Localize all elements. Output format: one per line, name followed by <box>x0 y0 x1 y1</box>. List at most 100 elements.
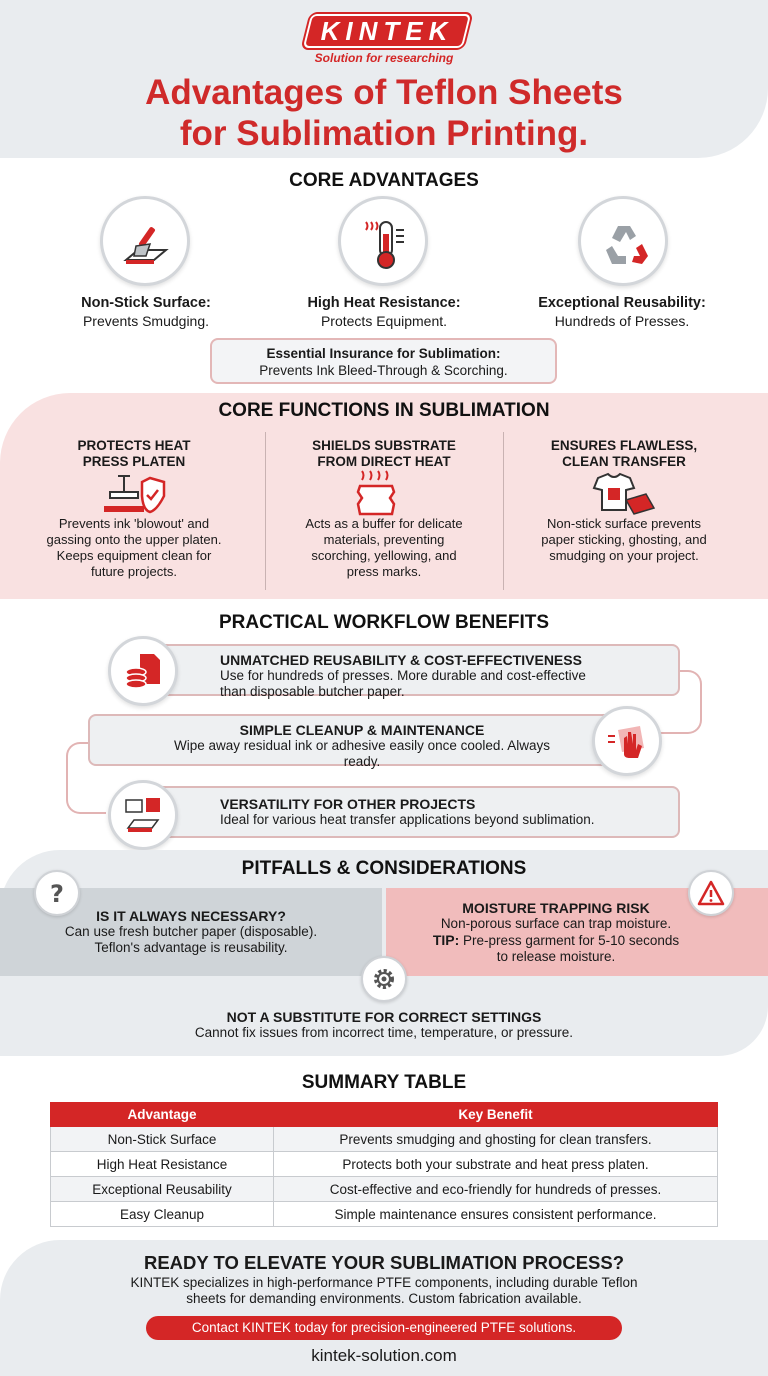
pitfall-line: Teflon's advantage is reusability. <box>94 940 288 955</box>
table-cell: Cost-effective and eco-friendly for hund… <box>273 1176 718 1202</box>
page-title: Advantages of Teflon Sheets for Sublimat… <box>0 72 768 154</box>
function-line: Keeps equipment clean for <box>56 548 212 563</box>
spatula-icon <box>123 227 169 264</box>
table-row: Easy Cleanup Simple maintenance ensures … <box>50 1201 718 1227</box>
pitfall-settings: NOT A SUBSTITUTE FOR CORRECT SETTINGS Ca… <box>0 1009 768 1041</box>
connector <box>66 742 106 814</box>
table-cell: High Heat Resistance <box>50 1151 274 1177</box>
cta-line: KINTEK specializes in high-performance P… <box>130 1275 638 1290</box>
logo-text: KINTEK <box>320 16 454 46</box>
function-description: Acts as a buffer for delicate materials,… <box>264 516 504 580</box>
table-cell: Easy Cleanup <box>50 1201 274 1227</box>
workflow-heading: SIMPLE CLEANUP & MAINTENANCE <box>239 722 485 738</box>
function-heading-line: PROTECTS HEAT <box>77 438 191 453</box>
gear-icon <box>374 969 394 989</box>
workflow-heading: UNMATCHED REUSABILITY & COST-EFFECTIVENE… <box>220 652 582 668</box>
pitfall-line: Cannot fix issues from incorrect time, t… <box>194 1025 574 1040</box>
pitfall-moisture: MOISTURE TRAPPING RISK Non-porous surfac… <box>386 900 726 965</box>
function-heading-line: SHIELDS SUBSTRATE <box>312 438 456 453</box>
pitfall-icon-circle <box>688 870 734 916</box>
table-cell: Protects both your substrate and heat pr… <box>273 1151 718 1177</box>
recycle-icon <box>606 226 648 264</box>
connector <box>660 670 702 734</box>
divider <box>265 432 266 590</box>
workflow-title: PRACTICAL WORKFLOW BENEFITS <box>218 612 549 633</box>
table-row: Exceptional Reusability Cost-effective a… <box>50 1176 718 1202</box>
pitfall-icon-circle <box>361 956 407 1002</box>
cta-band <box>0 1240 768 1376</box>
pitfall-tip: TIP: Pre-press garment for 5-10 seconds <box>386 932 726 949</box>
page-title-line1: Advantages of Teflon Sheets <box>145 73 623 112</box>
function-heading: SHIELDS SUBSTRATE FROM DIRECT HEAT <box>264 438 504 472</box>
table-cell: Non-Stick Surface <box>50 1126 274 1152</box>
tip-text: Pre-press garment for 5-10 seconds <box>459 933 680 948</box>
advantage-non-stick: Non-Stick Surface: Prevents Smudging. <box>36 294 256 330</box>
insurance-text: Prevents Ink Bleed-Through & Scorching. <box>259 363 508 378</box>
summary-table: Advantage Key Benefit Non-Stick Surface … <box>50 1102 718 1227</box>
coins-document-icon <box>125 654 160 689</box>
column-header: Key Benefit <box>273 1102 718 1127</box>
insurance-callout: Essential Insurance for Sublimation: Pre… <box>210 338 557 384</box>
wiping-hand-icon <box>608 726 644 758</box>
pitfalls-title: PITFALLS & CONSIDERATIONS <box>241 858 527 879</box>
function-heading-line: FROM DIRECT HEAT <box>317 454 451 469</box>
workflow-icon-circle <box>592 706 662 776</box>
table-cell: Exceptional Reusability <box>50 1176 274 1202</box>
workflow-line: Wipe away residual ink or adhesive easil… <box>174 738 550 753</box>
workflow-icon-circle <box>108 636 178 706</box>
function-heading: PROTECTS HEAT PRESS PLATEN <box>14 438 254 472</box>
advantage-heat-resistance: High Heat Resistance: Protects Equipment… <box>274 294 494 330</box>
workflow-heading: VERSATILITY FOR OTHER PROJECTS <box>220 796 476 812</box>
column-header: Advantage <box>50 1102 274 1127</box>
tip-label: TIP: <box>432 932 460 948</box>
function-description: Non-stick surface prevents paper stickin… <box>504 516 744 564</box>
advantage-icon-circle <box>338 196 428 286</box>
htv-press-icon <box>125 798 160 832</box>
cta-description: KINTEK specializes in high-performance P… <box>0 1275 768 1307</box>
function-clean-transfer: ENSURES FLAWLESS, CLEAN TRANSFER Non-sti… <box>504 438 744 564</box>
pitfall-heading: MOISTURE TRAPPING RISK <box>462 900 650 916</box>
contact-button[interactable]: Contact KINTEK today for precision-engin… <box>146 1316 622 1340</box>
advantage-text: Prevents Smudging. <box>82 313 210 329</box>
thermometer-icon <box>365 221 404 269</box>
advantage-heading: Exceptional Reusability: <box>538 295 706 311</box>
tshirt-icon <box>592 472 656 515</box>
question-mark-icon: ? <box>50 880 64 907</box>
workflow-cleanup: SIMPLE CLEANUP & MAINTENANCE Wipe away r… <box>88 714 636 769</box>
function-description: Prevents ink 'blowout' and gassing onto … <box>14 516 254 580</box>
function-line: paper sticking, ghosting, and <box>541 532 707 547</box>
logo-tagline: Solution for researching <box>314 51 454 65</box>
pitfall-line: Can use fresh butcher paper (disposable)… <box>64 924 318 939</box>
core-functions-title: CORE FUNCTIONS IN SUBLIMATION <box>218 400 550 421</box>
pitfall-line: Non-porous surface can trap moisture. <box>440 916 672 931</box>
table-row: High Heat Resistance Protects both your … <box>50 1151 718 1177</box>
advantage-reusability: Exceptional Reusability: Hundreds of Pre… <box>512 294 732 330</box>
workflow-line: than disposable butcher paper. <box>220 684 405 699</box>
function-line: press marks. <box>346 564 422 579</box>
function-line: Non-stick surface prevents <box>547 516 701 531</box>
pitfall-line: to release moisture. <box>496 949 616 964</box>
page-title-line2: for Sublimation Printing. <box>179 114 589 153</box>
function-line: materials, preventing <box>323 532 445 547</box>
pitfall-heading: NOT A SUBSTITUTE FOR CORRECT SETTINGS <box>226 1009 542 1025</box>
function-line: future projects. <box>91 564 177 579</box>
advantage-icon-circle <box>100 196 190 286</box>
workflow-icon-circle <box>108 780 178 850</box>
advantage-heading: High Heat Resistance: <box>307 295 461 311</box>
core-advantages-title: CORE ADVANTAGES <box>289 170 479 191</box>
function-heading-line: CLEAN TRANSFER <box>562 454 686 469</box>
fabric-heat-icon <box>356 470 396 516</box>
function-line: gassing onto the upper platen. <box>46 532 222 547</box>
function-line: smudging on your project. <box>549 548 699 563</box>
website-link[interactable]: kintek-solution.com <box>311 1346 457 1365</box>
pitfall-icon-circle: ? <box>34 870 80 916</box>
cta-title: READY TO ELEVATE YOUR SUBLIMATION PROCES… <box>143 1252 625 1273</box>
pitfall-heading: IS IT ALWAYS NECESSARY? <box>96 908 286 924</box>
summary-title: SUMMARY TABLE <box>301 1072 467 1093</box>
function-line: Acts as a buffer for delicate <box>305 516 463 531</box>
warning-icon <box>697 880 725 906</box>
advantage-icon-circle <box>578 196 668 286</box>
table-header-row: Advantage Key Benefit <box>50 1102 718 1127</box>
advantage-heading: Non-Stick Surface: <box>81 295 211 311</box>
advantage-text: Protects Equipment. <box>320 313 448 329</box>
